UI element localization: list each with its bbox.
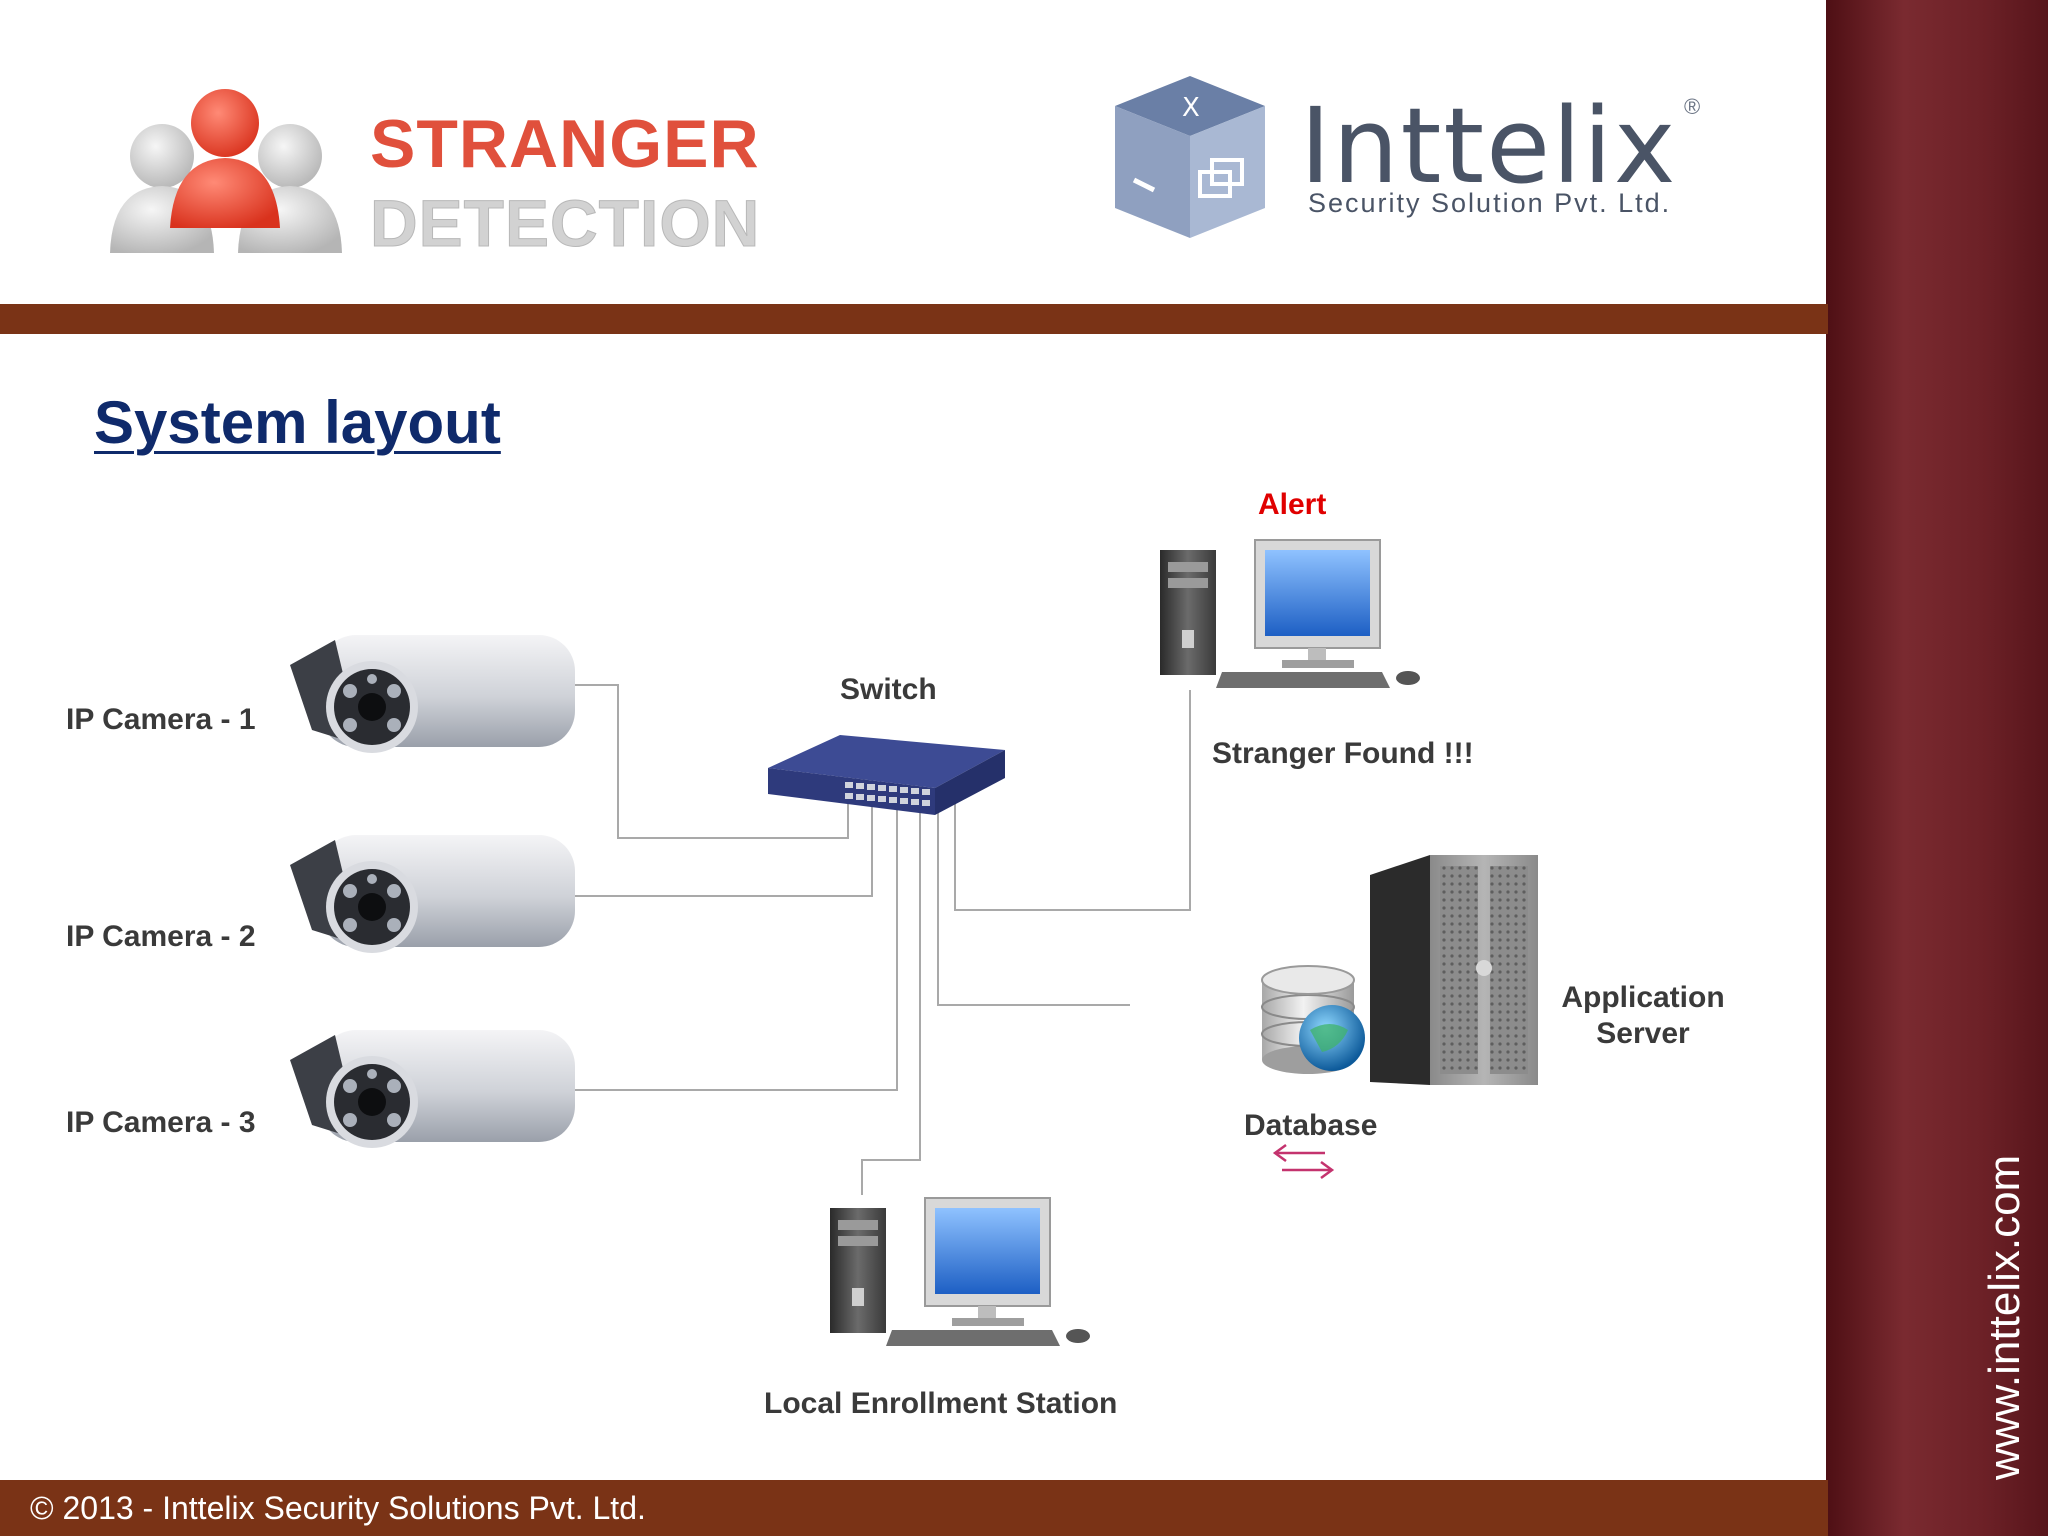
camera-1-icon bbox=[290, 635, 575, 753]
logo-line-stranger: STRANGER bbox=[370, 106, 760, 182]
application-server-icon bbox=[1370, 855, 1538, 1085]
alert-label: Alert bbox=[1258, 488, 1327, 521]
application-server-label-line2: Server bbox=[1596, 1017, 1690, 1050]
brand-tagline: Security Solution Pvt. Ltd. bbox=[1308, 188, 1672, 218]
footer-copyright: © 2013 - Inttelix Security Solutions Pvt… bbox=[30, 1490, 646, 1526]
brand-name: Inttelix bbox=[1300, 85, 1678, 207]
application-server-label-line1: Application bbox=[1561, 981, 1725, 1014]
slide-title: System layout bbox=[94, 389, 501, 456]
sync-arrows-icon bbox=[1272, 1143, 1335, 1180]
stranger-found-label: Stranger Found !!! bbox=[1212, 737, 1474, 770]
logo-line-detection: DETECTION bbox=[369, 186, 761, 261]
inttelix-cube-logo-icon: X bbox=[1115, 76, 1265, 238]
footer-band bbox=[0, 1480, 1828, 1536]
registered-mark: ® bbox=[1684, 94, 1701, 119]
camera-2-icon bbox=[290, 835, 575, 953]
camera-3-label: IP Camera - 3 bbox=[66, 1106, 256, 1139]
camera-3-icon bbox=[290, 1030, 575, 1148]
enrollment-workstation-icon bbox=[830, 1197, 1090, 1346]
network-diagram bbox=[290, 539, 1538, 1346]
website-url: www.inttelix.com bbox=[1980, 1154, 2029, 1480]
switch-label: Switch bbox=[840, 673, 937, 706]
people-logo-icon bbox=[110, 89, 342, 253]
sidebar-band bbox=[1826, 0, 2048, 1536]
header-divider-band bbox=[0, 304, 1828, 334]
camera-2-label: IP Camera - 2 bbox=[66, 920, 256, 953]
database-icon bbox=[1261, 965, 1365, 1074]
alert-workstation-icon bbox=[1160, 539, 1420, 688]
svg-text:X: X bbox=[1182, 93, 1200, 123]
camera-1-label: IP Camera - 1 bbox=[66, 703, 256, 736]
enrollment-station-label: Local Enrollment Station bbox=[764, 1387, 1118, 1420]
connection-lines bbox=[565, 684, 1191, 1195]
database-label: Database bbox=[1244, 1109, 1378, 1142]
network-switch-icon bbox=[768, 735, 1005, 815]
